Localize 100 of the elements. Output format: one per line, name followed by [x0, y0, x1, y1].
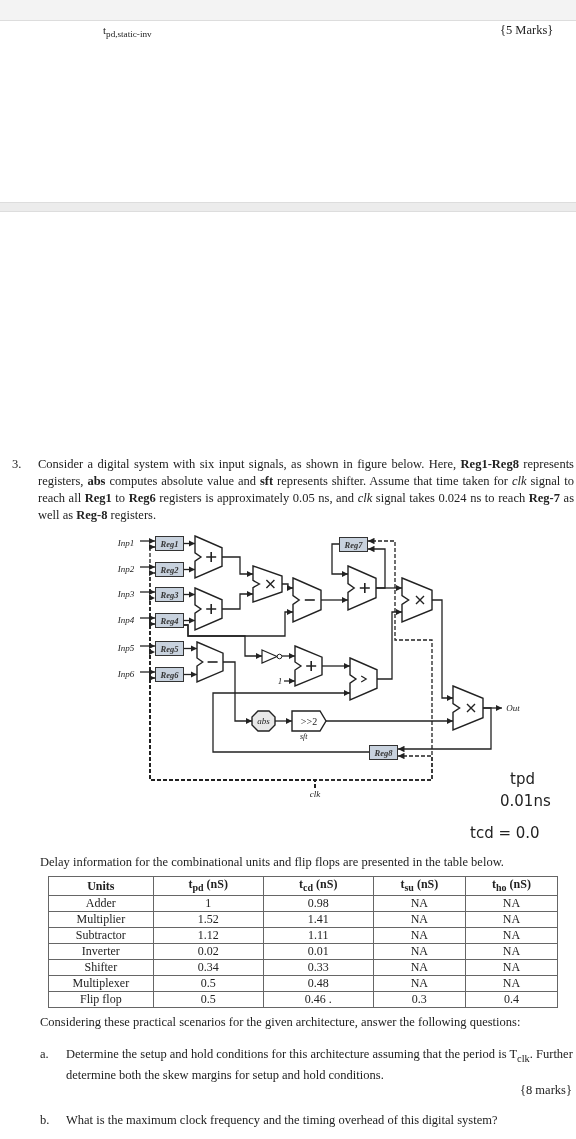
caption-text: sft — [300, 732, 308, 741]
signal-wire — [331, 543, 349, 578]
table-cell: 0.33 — [263, 959, 374, 976]
signal-wire — [139, 668, 156, 676]
signal-label: Inp5 — [112, 641, 140, 655]
table-cell: 0.5 — [153, 991, 264, 1008]
signal-label: Inp1 — [112, 536, 140, 550]
signal-wire — [183, 671, 198, 678]
table-cell: Shifter — [48, 959, 154, 976]
table-cell: 1.11 — [263, 927, 374, 944]
table-cell: NA — [465, 975, 558, 992]
signal-wire — [397, 707, 492, 753]
signal-label: Inp3 — [112, 587, 140, 601]
table-cell: NA — [465, 895, 558, 912]
table-cell: NA — [465, 943, 558, 960]
register-box: Reg5 — [155, 641, 184, 656]
table-cell: NA — [373, 943, 466, 960]
signal-wire — [367, 545, 386, 589]
signal-wire — [183, 591, 196, 598]
register-box: Reg3 — [155, 587, 184, 602]
signal-wire — [183, 624, 263, 660]
signal-wire — [283, 677, 296, 685]
signal-wire — [281, 652, 296, 660]
signal-wire — [183, 617, 196, 624]
question-text: Consider a digital system with six input signals, as shown in figure below. Here, Reg1-Reg8 represents registers, abs computes absolute value and sft represents shifter. Assume that time taken for clk signal to reach all Reg1 to Reg6 registers is approximately 0.05 ns, and clk signal takes 0.024 ns to reach Reg-7 as well as Reg-8 registers. — [38, 456, 574, 524]
table-cell: Adder — [48, 895, 154, 912]
signal-label: Inp6 — [112, 667, 140, 681]
adder-block — [195, 536, 222, 578]
adder-block — [348, 566, 376, 610]
adder-block — [295, 646, 322, 686]
handwritten-note: 0.01ns — [500, 792, 551, 810]
signal-label: 1 — [276, 675, 284, 687]
register-box: Reg4 — [155, 613, 184, 628]
signal-wire — [183, 566, 196, 573]
handwritten-note: tcd = 0.0 — [470, 824, 540, 842]
signal-label: t$_{pd,static-inv}$ — [103, 23, 152, 42]
inverter-gate — [262, 650, 282, 663]
table-cell: Multiplexer — [48, 975, 154, 992]
subtractor-block — [197, 642, 223, 682]
multiplexer-block — [350, 658, 377, 700]
table-header-cell: t$_{pd}$ (nS) — [153, 876, 264, 896]
table-header-cell: t$_{cd}$ (nS) — [263, 876, 374, 896]
signal-wire — [139, 642, 156, 650]
table-cell: 0.48 — [263, 975, 374, 992]
table-cell: NA — [373, 927, 466, 944]
table-cell: NA — [373, 975, 466, 992]
table-cell: NA — [465, 959, 558, 976]
signal-wire — [139, 537, 156, 545]
question-text: What is the maximum clock frequency and the timing overhead of this digital system? — [66, 1112, 498, 1129]
signal-wire — [139, 614, 156, 622]
marks-note: {8 marks} — [520, 1082, 572, 1099]
register-box: Reg2 — [155, 562, 184, 577]
signal-wire — [139, 588, 156, 596]
clock-line — [314, 752, 433, 789]
signal-wire — [212, 689, 370, 753]
table-cell: NA — [465, 911, 558, 928]
question-text: Determine the setup and hold conditions for this architecture assuming that the period is T$_{clk}$. Further determine both the skew margins for setup and hold conditions. — [66, 1046, 574, 1084]
question-number: 3. — [12, 456, 22, 473]
body-text: Considering these practical scenarios for the given architecture, answer the following questions: — [40, 1014, 521, 1031]
signal-label: clk — [307, 788, 323, 800]
table-header-cell: t$_{ho}$ (nS) — [465, 876, 558, 896]
table-cell: NA — [373, 959, 466, 976]
handwritten-note: tpd — [510, 770, 535, 788]
table-cell: 1.41 — [263, 911, 374, 928]
multiplier-block — [453, 686, 483, 730]
table-header-cell: Units — [48, 876, 154, 896]
table-cell: 0.5 — [153, 975, 264, 992]
table-cell: 0.46 . — [263, 991, 374, 1008]
table-cell: NA — [465, 927, 558, 944]
table-cell: 0.02 — [153, 943, 264, 960]
signal-label: Inp4 — [112, 613, 140, 627]
body-text: Delay information for the combinational units and flip flops are presented in the table below. — [40, 854, 504, 871]
question-number: b. — [40, 1112, 50, 1129]
table-cell: Multiplier — [48, 911, 154, 928]
register-box: Reg8 — [369, 745, 398, 760]
table-cell: 0.3 — [373, 991, 466, 1008]
multiplier-block — [253, 566, 282, 602]
signal-wire — [183, 540, 196, 547]
table-cell: NA — [373, 895, 466, 912]
register-box: Reg7 — [339, 537, 368, 552]
signal-wire — [139, 563, 156, 571]
table-header-cell: t$_{su}$ (nS) — [373, 876, 466, 896]
abs-block: abs — [252, 711, 275, 731]
table-cell: Inverter — [48, 943, 154, 960]
table-cell: 0.01 — [263, 943, 374, 960]
table-cell: 0.98 — [263, 895, 374, 912]
signal-wire — [325, 717, 454, 725]
table-cell: Subtractor — [48, 927, 154, 944]
register-box: Reg1 — [155, 536, 184, 551]
table-cell: 1.12 — [153, 927, 264, 944]
shifter-block: >>2 — [292, 711, 326, 731]
subtractor-block — [293, 578, 321, 622]
table-cell: NA — [373, 911, 466, 928]
question-number: a. — [40, 1046, 49, 1063]
table-cell: 1.52 — [153, 911, 264, 928]
table-cell: 1 — [153, 895, 264, 912]
signal-wire — [183, 645, 198, 652]
adder-block — [195, 588, 222, 630]
signal-label: Inp2 — [112, 562, 140, 576]
table-cell: 0.34 — [153, 959, 264, 976]
